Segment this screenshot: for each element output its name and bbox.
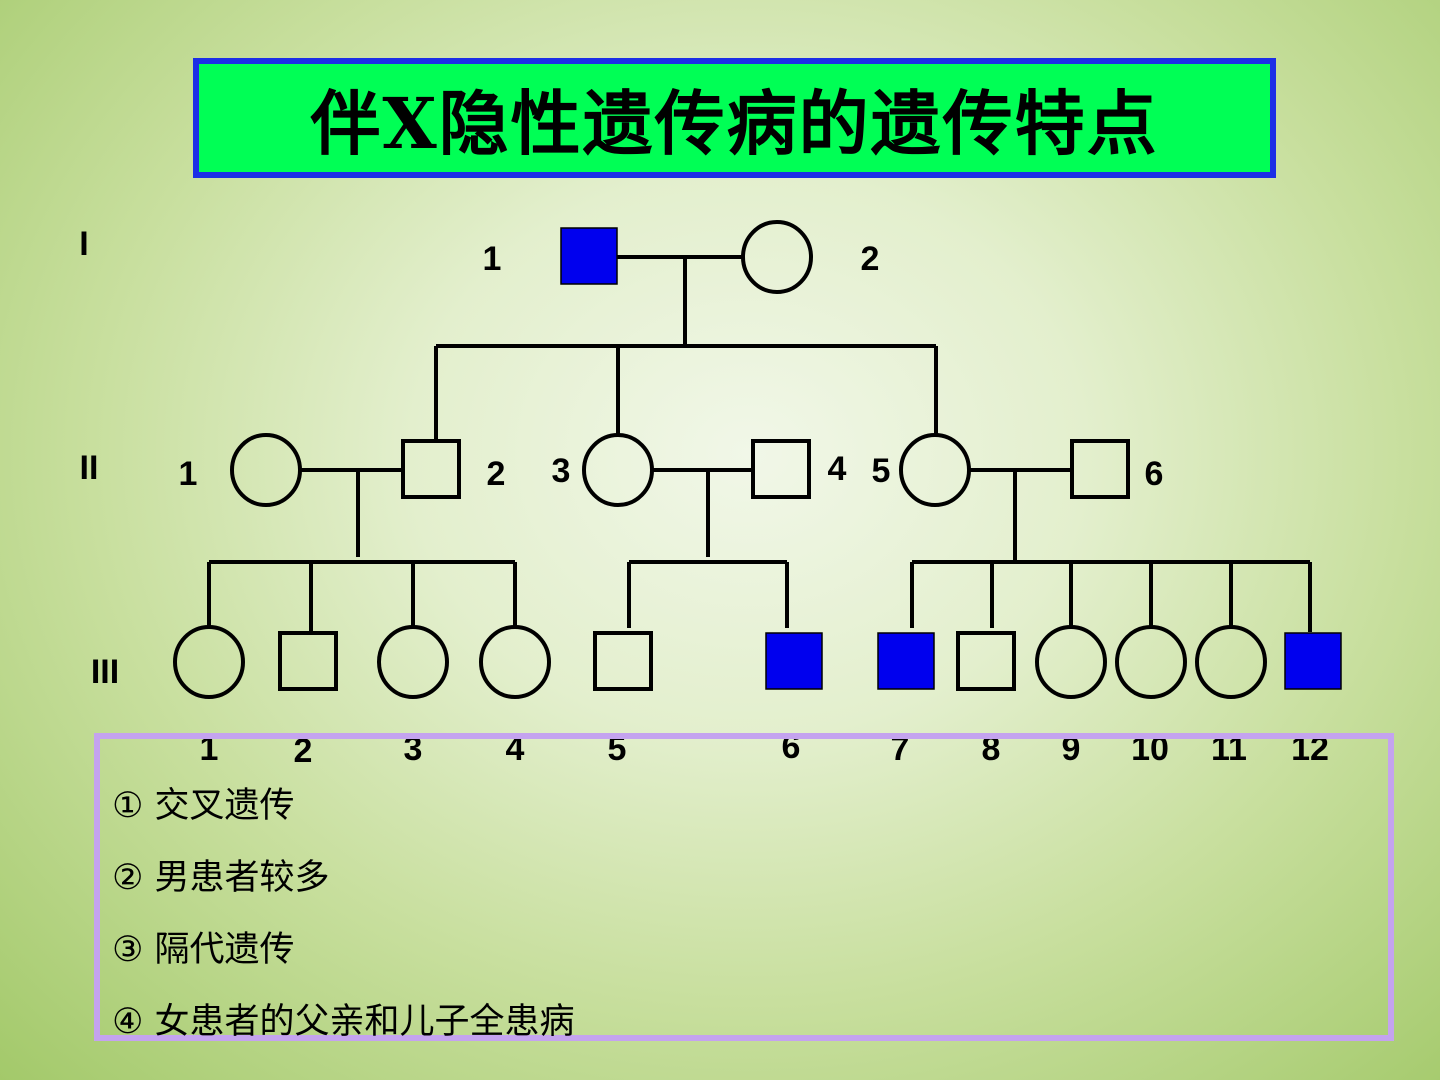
title-banner: 伴X隐性遗传病的遗传特点 [193,58,1276,178]
individual-ii-5-female [899,433,971,507]
individual-label-ii-6: 6 [1145,455,1164,493]
individual-iii-5-male [593,631,653,691]
note-2: ② 男患者较多 [112,858,330,898]
individual-iii-1-female [173,625,245,699]
individual-ii-1-female [230,433,302,507]
individual-label-ii-5: 5 [872,452,891,490]
individual-iii-11-female [1195,625,1267,699]
individual-iii-2-male [278,631,338,691]
individual-iii-10-female [1115,625,1187,699]
individual-label-ii-1: 1 [179,455,198,493]
individual-iii-4-female [479,625,551,699]
individual-i-1-male-affected [560,227,618,285]
generation-label-ii: II [80,449,99,487]
individual-label-iii-7: 7 [891,730,910,768]
note-3: ③ 隔代遗传 [112,930,295,970]
note-4: ④ 女患者的父亲和儿子全患病 [112,1002,575,1042]
individual-label-ii-2: 2 [487,455,506,493]
notes-box: ① 交叉遗传 ② 男患者较多 ③ 隔代遗传 ④ 女患者的父亲和儿子全患病 [94,733,1394,1042]
generation-label-iii: III [91,653,119,691]
individual-label-iii-2: 2 [294,732,313,770]
pedigree-lines [207,255,1312,634]
individual-iii-8-male [956,631,1016,691]
individual-iii-12-male-affected [1284,632,1342,690]
individual-label-i-2: 2 [861,240,880,278]
individual-iii-9-female [1035,625,1107,699]
individual-ii-6-male [1070,439,1130,499]
individual-label-iii-5: 5 [608,730,627,768]
individual-iii-3-female [377,625,449,699]
individual-label-iii-9: 9 [1062,730,1081,768]
page-title: 伴X隐性遗传病的遗传特点 [310,81,1159,165]
individual-ii-3-female [582,433,654,507]
individual-label-iii-4: 4 [506,730,525,768]
individual-label-iii-8: 8 [982,730,1001,768]
individual-i-2-female [741,220,813,294]
individual-label-iii-1: 1 [200,730,219,768]
individual-label-iii-3: 3 [404,730,423,768]
note-1: ① 交叉遗传 [112,786,295,826]
individual-iii-7-male-affected [877,632,935,690]
individual-ii-4-male [751,439,811,499]
individual-iii-6-male-affected [765,632,823,690]
individual-label-i-1: 1 [483,240,502,278]
generation-label-i: I [79,225,88,263]
individual-ii-2-male [401,439,461,499]
individual-label-ii-3: 3 [552,452,571,490]
individual-label-ii-4: 4 [828,450,847,488]
